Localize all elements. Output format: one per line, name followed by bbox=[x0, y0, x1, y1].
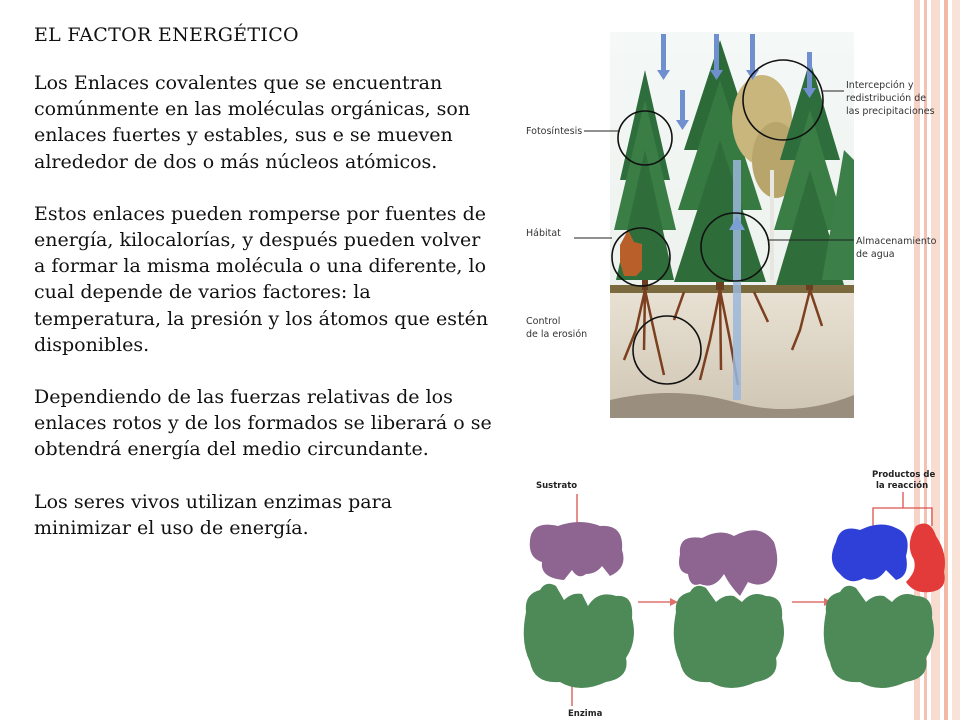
paragraph-1: Los Enlaces covalentes que se encuentran… bbox=[34, 72, 471, 173]
enzyme-reaction-figure: Sustrato Productos de la reacción Enzima bbox=[523, 470, 945, 719]
label-fotosintesis: Fotosíntesis bbox=[526, 126, 582, 137]
product-shape-blue bbox=[831, 524, 908, 582]
label-productos-2: la reacción bbox=[876, 480, 928, 491]
roots-icon bbox=[622, 289, 824, 386]
slide-title: EL FACTOR ENERGÉTICO bbox=[34, 24, 299, 46]
label-enzima: Enzima bbox=[568, 709, 603, 719]
label-intercepcion-1: Intercepción y bbox=[846, 80, 914, 91]
paragraph-2: Estos enlaces pueden romperse por fuente… bbox=[34, 202, 489, 356]
enzyme-shape bbox=[523, 583, 634, 688]
fox-icon bbox=[620, 230, 642, 276]
substrate-shape bbox=[679, 530, 778, 596]
label-control-1: Control bbox=[526, 316, 560, 327]
tree-icon bbox=[732, 75, 800, 280]
label-intercepcion-3: las precipitaciones bbox=[846, 106, 935, 117]
substrate-shape bbox=[529, 522, 624, 580]
water-column bbox=[733, 160, 741, 400]
label-almacenamiento-2: de agua bbox=[856, 249, 895, 260]
paragraph-3: Dependiendo de las fuerzas relativas de … bbox=[34, 386, 492, 461]
label-control-2: de la erosión bbox=[526, 329, 587, 340]
label-almacenamiento-1: Almacenamiento bbox=[856, 236, 937, 247]
pointer-lines bbox=[574, 90, 854, 241]
forest-ecosystem-figure: Fotosíntesis Hábitat Control de la erosi… bbox=[526, 32, 937, 418]
label-habitat: Hábitat bbox=[526, 228, 561, 239]
label-sustrato: Sustrato bbox=[536, 481, 577, 491]
paragraph-4: Los seres vivos utilizan enzimas para mi… bbox=[34, 490, 393, 539]
decorative-stripes bbox=[914, 0, 960, 720]
label-productos-1: Productos de bbox=[872, 470, 935, 480]
label-intercepcion-2: redistribución de bbox=[846, 93, 926, 104]
product-shape-red bbox=[906, 523, 945, 593]
enzyme-shape bbox=[673, 585, 784, 688]
reaction-arrow-2 bbox=[792, 598, 832, 606]
reaction-arrow-1 bbox=[638, 598, 678, 606]
highlight-circles bbox=[611, 59, 824, 385]
enzyme-shape bbox=[823, 585, 934, 688]
slide-text: EL FACTOR ENERGÉTICO Los Enlaces covalen… bbox=[34, 22, 494, 567]
tree-icon bbox=[822, 150, 854, 280]
